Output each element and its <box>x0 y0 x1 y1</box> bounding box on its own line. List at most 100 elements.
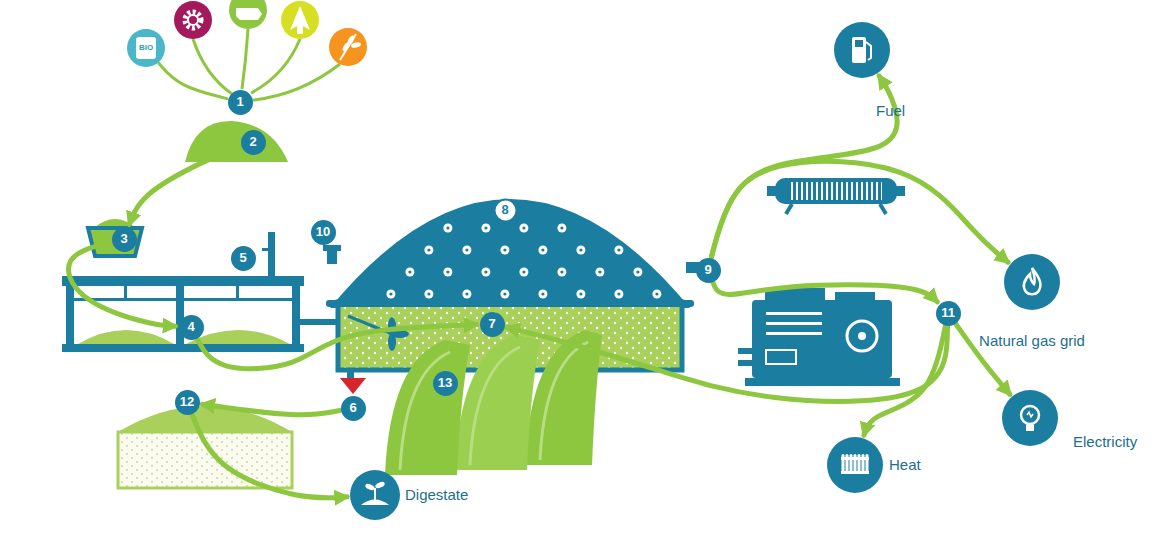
callout-number: 10 <box>316 225 330 239</box>
callout-number: 13 <box>438 376 452 390</box>
callout-marker: 6 <box>341 396 366 421</box>
callout-number: 7 <box>488 317 495 331</box>
icon-text: BIO <box>139 44 153 53</box>
fuel-output: Fuel <box>834 22 890 78</box>
feedstock-icons <box>281 1 319 39</box>
node-shape <box>361 500 389 506</box>
chp-engine <box>766 322 822 325</box>
callout-marker: 9 <box>696 258 721 283</box>
gas-bubbles <box>522 270 525 273</box>
gas-upgrader <box>767 186 776 196</box>
pretreatment-hall <box>262 248 269 251</box>
feed-bin <box>88 219 142 256</box>
pretreatment-hall <box>176 286 184 346</box>
gas-bubbles <box>462 290 471 299</box>
node-shape <box>834 22 890 78</box>
node-shape <box>1002 390 1058 446</box>
digestate-output: Digestate <box>350 470 400 520</box>
gas-bubbles <box>652 290 661 299</box>
node-shape <box>433 371 458 396</box>
node-shape <box>350 470 400 520</box>
node-shape <box>350 470 400 520</box>
gas-bubbles <box>386 290 395 299</box>
gas-bubbles <box>503 248 506 251</box>
feedstock-icons <box>174 1 212 39</box>
greenhouses <box>400 352 450 470</box>
heat-output: Heat <box>827 437 883 493</box>
node-shape <box>1027 412 1033 417</box>
callout-marker: 4 <box>179 315 204 340</box>
callout-marker: 11 <box>936 301 961 326</box>
gas-bubbles <box>484 226 487 229</box>
feedstock-icons <box>341 41 350 52</box>
gas-bubbles <box>484 270 487 273</box>
chp-engine <box>766 332 822 335</box>
callout-number: 3 <box>120 232 127 246</box>
gas-bubbles <box>503 292 506 295</box>
gas-bubbles <box>633 268 642 277</box>
callout-number: 2 <box>249 135 256 149</box>
pretreatment-hall <box>78 330 174 344</box>
node-shape <box>494 199 516 221</box>
node-shape <box>696 258 721 283</box>
node-shape <box>855 40 863 47</box>
gas-bubbles <box>443 268 452 277</box>
gas-bubbles <box>538 246 547 255</box>
greenhouses <box>385 340 470 475</box>
gas-bubbles <box>541 292 544 295</box>
callout-number: 11 <box>941 306 955 320</box>
node-shape <box>341 396 366 421</box>
node-shape <box>841 457 869 460</box>
flow-arrow <box>197 325 476 369</box>
chp-engine <box>766 350 796 364</box>
pretreatment-hall <box>300 319 340 325</box>
flow-arrow <box>713 283 937 302</box>
pretreatment-hall <box>236 286 239 298</box>
callout-marker: 7 <box>480 312 505 337</box>
node-shape <box>112 227 137 252</box>
gas-bubbles <box>446 270 449 273</box>
pretreatment-hall <box>62 232 340 352</box>
gas-bubbles <box>595 268 604 277</box>
gas-bubbles <box>614 290 623 299</box>
gas-bubbles <box>500 290 509 299</box>
node-shape <box>827 437 883 493</box>
gas-bubbles <box>598 270 601 273</box>
callout-number: 5 <box>239 251 246 265</box>
gas-bubbles <box>389 292 392 295</box>
digester <box>326 300 694 307</box>
callout-marker: 12 <box>175 390 200 415</box>
gas-upgrader <box>786 204 886 214</box>
gas-bubbles <box>541 248 544 251</box>
chp-engine <box>858 332 866 340</box>
node-shape <box>1021 406 1039 431</box>
node-shape <box>834 22 890 78</box>
node-shape <box>311 220 336 245</box>
output-label: Electricity <box>1073 434 1137 451</box>
gas-bubbles <box>408 270 411 273</box>
callout-marker: 10 <box>311 220 336 245</box>
connectors <box>69 63 1010 498</box>
callout-marker: 5 <box>231 246 256 271</box>
node-shape <box>1026 425 1034 431</box>
output-label: Heat <box>889 457 921 474</box>
node-shape <box>361 481 389 505</box>
gas-bubbles <box>465 248 468 251</box>
node-shape <box>841 471 869 474</box>
node-shape <box>852 37 866 63</box>
flow-arrow <box>507 326 947 401</box>
gas-upgrader <box>790 182 882 200</box>
node-shape <box>827 437 883 493</box>
gas-bubbles <box>557 224 566 233</box>
digester <box>340 378 366 394</box>
flow-arrow <box>129 147 240 225</box>
node-shape <box>841 454 869 474</box>
pretreatment-hall <box>292 286 300 346</box>
gas-bubbles <box>462 246 471 255</box>
gas-bubbles <box>655 292 658 295</box>
feedstock-icons <box>351 41 362 48</box>
callout-number: 1 <box>236 95 243 109</box>
gas-bubbles <box>560 270 563 273</box>
